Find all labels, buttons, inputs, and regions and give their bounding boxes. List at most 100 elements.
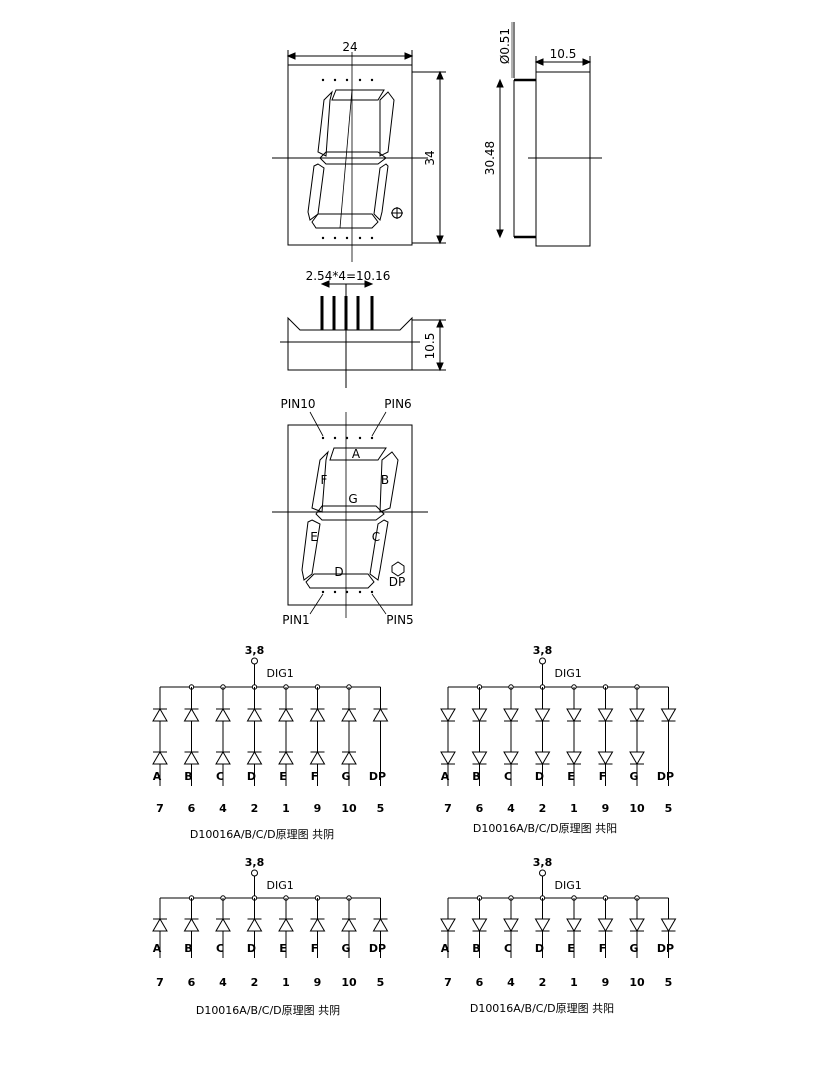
- pin-number: 4: [219, 976, 227, 989]
- segment-label: A: [153, 770, 162, 783]
- pin-number: 1: [282, 802, 290, 815]
- segment-label: D: [535, 770, 544, 783]
- pin-number: 5: [377, 976, 385, 989]
- segment-label: G: [341, 770, 350, 783]
- segment-label: B: [184, 942, 192, 955]
- diode-dp: [660, 918, 677, 932]
- diode-c: [215, 918, 231, 932]
- dim-pin-span-label: 30.48: [483, 141, 497, 175]
- segment-g-label: G: [348, 492, 357, 506]
- pinout-body-outline: [287, 424, 413, 606]
- dim-depth: 10.5: [534, 47, 592, 72]
- schematic-caption: D10016A/B/C/D原理图 共阳: [473, 822, 617, 835]
- diode-dp: [660, 708, 677, 722]
- diode-e: [566, 918, 582, 932]
- front-dp-marker: [391, 207, 403, 219]
- front-pin-dots-bottom: [321, 236, 374, 240]
- pin-number: 4: [507, 802, 515, 815]
- pin-number: 6: [476, 976, 484, 989]
- diode-a: [440, 918, 456, 932]
- dim-pin-diameter-label: Ø0.51: [498, 28, 512, 64]
- pin-number: 7: [156, 802, 164, 815]
- pin-number: 10: [341, 802, 357, 815]
- segment-label: C: [216, 770, 224, 783]
- dim-height: 34: [412, 70, 446, 245]
- diode-dp: [372, 918, 389, 932]
- dim-width: 24: [286, 40, 414, 65]
- diode-g: [341, 918, 357, 932]
- diode-e: [278, 918, 294, 932]
- segment-label: D: [247, 942, 256, 955]
- pinout-leader-lines: [309, 411, 387, 615]
- segment-label: DP: [369, 770, 386, 783]
- segment-label: A: [153, 942, 162, 955]
- segment-label: DP: [657, 942, 674, 955]
- dim-body-depth-label: 10.5: [423, 333, 437, 360]
- pin-number: 6: [188, 976, 196, 989]
- diode-d: [246, 708, 263, 765]
- pin-number: 4: [219, 802, 227, 815]
- schematic-2: 3,8DIG1A7B6C4D2E1F9G10DP5D10016A/B/C/D原理…: [440, 644, 677, 835]
- pin-number: 5: [665, 976, 673, 989]
- schematic-caption: D10016A/B/C/D原理图 共阴: [196, 1004, 340, 1017]
- digit-label: DIG1: [555, 667, 582, 680]
- schematics: 3,8DIG1A7B6C4D2E1F9G10DP5D10016A/B/C/D原理…: [152, 644, 677, 1017]
- bottom-view: 2.54*4=10.16 10.5: [280, 269, 446, 388]
- diode-b: [471, 708, 488, 765]
- dim-pin-diameter: Ø0.51: [498, 22, 515, 78]
- pin-number: 2: [251, 802, 259, 815]
- diode-c: [503, 708, 519, 765]
- segment-label: C: [216, 942, 224, 955]
- diode-d: [534, 708, 551, 765]
- pin-number: 4: [507, 976, 515, 989]
- pin-number: 9: [314, 976, 322, 989]
- common-pin-label: 3,8: [245, 856, 265, 869]
- diode-e: [278, 708, 294, 765]
- pinout-dp-marker: [391, 561, 405, 577]
- pin6-label: PIN6: [384, 397, 411, 411]
- pin5-label: PIN5: [386, 613, 413, 627]
- schematic-caption: D10016A/B/C/D原理图 共阴: [190, 828, 334, 841]
- schematic-caption: D10016A/B/C/D原理图 共阳: [470, 1002, 614, 1015]
- front-view: 24 34: [272, 40, 446, 262]
- pin-number: 10: [341, 976, 357, 989]
- digit-label: DIG1: [267, 879, 294, 892]
- bottom-leads: [320, 296, 374, 330]
- pin-number: 6: [188, 802, 196, 815]
- pin-number: 5: [377, 802, 385, 815]
- pinout-view: PIN10 PIN6 PIN1 PIN5 A B C D E F G DP: [272, 397, 428, 627]
- diode-e: [566, 708, 582, 765]
- pin-number: 7: [156, 976, 164, 989]
- digit-label: DIG1: [555, 879, 582, 892]
- common-pin-node: [251, 869, 258, 877]
- segment-label: E: [567, 942, 575, 955]
- segment-label: G: [341, 942, 350, 955]
- pin-number: 2: [539, 976, 547, 989]
- diode-g: [629, 708, 645, 765]
- diode-g: [341, 708, 357, 765]
- dim-body-depth: 10.5: [412, 318, 446, 372]
- segment-label: E: [567, 770, 575, 783]
- segment-label: D: [247, 770, 256, 783]
- segment-label: A: [441, 942, 450, 955]
- pin-number: 9: [602, 802, 610, 815]
- diode-d: [246, 918, 263, 932]
- dim-pin-pitch: 2.54*4=10.16: [306, 269, 390, 288]
- segment-label: B: [184, 770, 192, 783]
- segment-label: G: [629, 942, 638, 955]
- diode-a: [440, 708, 456, 765]
- pin-number: 1: [570, 976, 578, 989]
- diode-g: [629, 918, 645, 932]
- common-pin-node: [539, 869, 546, 877]
- common-pin-label: 3,8: [245, 644, 265, 657]
- diode-f: [309, 918, 326, 932]
- pin-number: 9: [602, 976, 610, 989]
- segment-label: E: [279, 942, 287, 955]
- front-seven-segment: [307, 89, 395, 229]
- dim-height-label: 34: [423, 150, 437, 165]
- dim-pin-span: 30.48: [483, 78, 504, 239]
- side-body-outline: [535, 71, 591, 247]
- segment-label: F: [599, 942, 607, 955]
- segment-label: F: [599, 770, 607, 783]
